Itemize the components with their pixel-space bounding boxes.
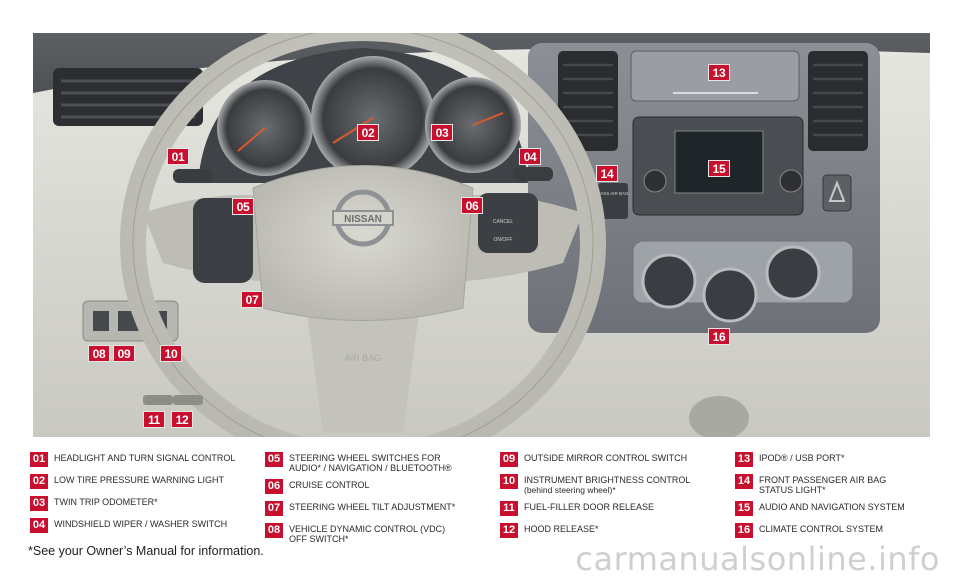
dashboard-illustration: PASS AIR BAG NISSAN AIR BAG [33, 33, 930, 437]
legend-number: 08 [265, 523, 283, 538]
mode-knob [702, 267, 758, 323]
hazard-icon [828, 180, 846, 202]
marker-13: 13 [708, 64, 730, 81]
legend-number: 09 [500, 452, 518, 467]
marker-12: 12 [171, 411, 193, 428]
legend-column-2: 05 STEERING WHEEL SWITCHES FOR AUDIO* / N… [265, 452, 495, 547]
legend-text: FRONT PASSENGER AIR BAG STATUS LIGHT* [759, 475, 887, 495]
legend-item: 15 AUDIO AND NAVIGATION SYSTEM [735, 501, 935, 520]
marker-08: 08 [88, 345, 110, 362]
fan-knob [641, 253, 697, 309]
marker-14: 14 [596, 165, 618, 182]
marker-09: 09 [113, 345, 135, 362]
legend-text: OUTSIDE MIRROR CONTROL SWITCH [524, 453, 688, 463]
marker-15: 15 [708, 160, 730, 177]
nissan-logo-text: NISSAN [344, 214, 382, 225]
legend-item: 03 TWIN TRIP ODOMETER* [30, 496, 260, 515]
legend-number: 05 [265, 452, 283, 467]
legend-text-main: INSTRUMENT BRIGHTNESS CONTROL [524, 475, 691, 485]
legend-text: TWIN TRIP ODOMETER* [54, 497, 158, 507]
legend-number: 01 [30, 452, 48, 467]
legend-item: 09 OUTSIDE MIRROR CONTROL SWITCH [500, 452, 730, 471]
headlight-stalk [173, 169, 213, 183]
legend-text: CLIMATE CONTROL SYSTEM [759, 524, 884, 534]
legend-number: 10 [500, 474, 518, 489]
center-right-vent [808, 51, 868, 151]
legend-number: 13 [735, 452, 753, 467]
legend-text: FUEL-FILLER DOOR RELEASE [524, 502, 655, 512]
marker-16: 16 [708, 328, 730, 345]
marker-05: 05 [232, 198, 254, 215]
wiper-stalk [513, 167, 553, 181]
legend-item: 12 HOOD RELEASE* [500, 523, 730, 542]
marker-03: 03 [431, 124, 453, 141]
legend-item: 10 INSTRUMENT BRIGHTNESS CONTROL(behind s… [500, 474, 730, 498]
legend-number: 06 [265, 479, 283, 494]
legend-text: AUDIO AND NAVIGATION SYSTEM [759, 502, 905, 512]
legend-text: STEERING WHEEL TILT ADJUSTMENT* [289, 502, 456, 512]
legend-item: 05 STEERING WHEEL SWITCHES FOR AUDIO* / N… [265, 452, 495, 476]
legend-item: 16 CLIMATE CONTROL SYSTEM [735, 523, 935, 542]
legend-item: 06 CRUISE CONTROL [265, 479, 495, 498]
onoff-button-text: ON/OFF [494, 237, 513, 243]
legend-item: 08 VEHICLE DYNAMIC CONTROL (VDC) OFF SWIT… [265, 523, 495, 544]
cruise-switch-cluster [478, 193, 538, 253]
legend-item: 14 FRONT PASSENGER AIR BAG STATUS LIGHT* [735, 474, 935, 498]
legend-text: LOW TIRE PRESSURE WARNING LIGHT [54, 475, 225, 485]
legend-item: 13 IPOD® / USB PORT* [735, 452, 935, 471]
marker-02: 02 [357, 124, 379, 141]
legend-number: 02 [30, 474, 48, 489]
audio-switch-cluster [193, 198, 253, 283]
marker-11: 11 [143, 411, 165, 428]
legend-text: INSTRUMENT BRIGHTNESS CONTROL(behind ste… [524, 474, 730, 495]
footnote: *See your Owner’s Manual for information… [28, 544, 264, 558]
legend-number: 12 [500, 523, 518, 538]
legend-text: CRUISE CONTROL [289, 480, 370, 490]
lower-spoke [303, 283, 423, 433]
cancel-button-text: CANCEL [493, 219, 514, 225]
legend-number: 07 [265, 501, 283, 516]
legend-text: HOOD RELEASE* [524, 524, 599, 534]
pass-airbag-text: PASS AIR BAG [598, 191, 629, 196]
airbag-text: AIR BAG [345, 353, 382, 363]
marker-04: 04 [519, 148, 541, 165]
legend-item: 01 HEADLIGHT AND TURN SIGNAL CONTROL [30, 452, 260, 471]
legend-item: 11 FUEL-FILLER DOOR RELEASE [500, 501, 730, 520]
legend-text: IPOD® / USB PORT* [759, 453, 845, 463]
marker-10: 10 [160, 345, 182, 362]
legend-number: 11 [500, 501, 518, 516]
legend-number: 14 [735, 474, 753, 489]
legend-text-note: (behind steering wheel)* [524, 485, 616, 495]
legend-item: 04 WINDSHIELD WIPER / WASHER SWITCH [30, 518, 260, 537]
temp-knob [765, 245, 821, 301]
marker-06: 06 [461, 197, 483, 214]
marker-01: 01 [167, 148, 189, 165]
watermark: carmanualsonline.info [575, 540, 940, 578]
legend-text: STEERING WHEEL SWITCHES FOR AUDIO* / NAV… [289, 453, 452, 473]
legend-column-4: 13 IPOD® / USB PORT* 14 FRONT PASSENGER AI… [735, 452, 935, 545]
marker-07: 07 [241, 291, 263, 308]
legend-column-1: 01 HEADLIGHT AND TURN SIGNAL CONTROL 02 LO… [30, 452, 260, 540]
legend-number: 15 [735, 501, 753, 516]
legend-text: WINDSHIELD WIPER / WASHER SWITCH [54, 519, 228, 529]
dashboard-photo: PASS AIR BAG NISSAN AIR BAG [33, 33, 930, 437]
legend-item: 02 LOW TIRE PRESSURE WARNING LIGHT [30, 474, 260, 493]
legend-number: 04 [30, 518, 48, 533]
center-left-vent [558, 51, 618, 151]
legend-text: VEHICLE DYNAMIC CONTROL (VDC) OFF SWITCH… [289, 524, 446, 544]
legend-column-3: 09 OUTSIDE MIRROR CONTROL SWITCH 10 INSTRU… [500, 452, 730, 545]
legend-text: HEADLIGHT AND TURN SIGNAL CONTROL [54, 453, 236, 463]
legend-item: 07 STEERING WHEEL TILT ADJUSTMENT* [265, 501, 495, 520]
legend-number: 03 [30, 496, 48, 511]
legend-number: 16 [735, 523, 753, 538]
